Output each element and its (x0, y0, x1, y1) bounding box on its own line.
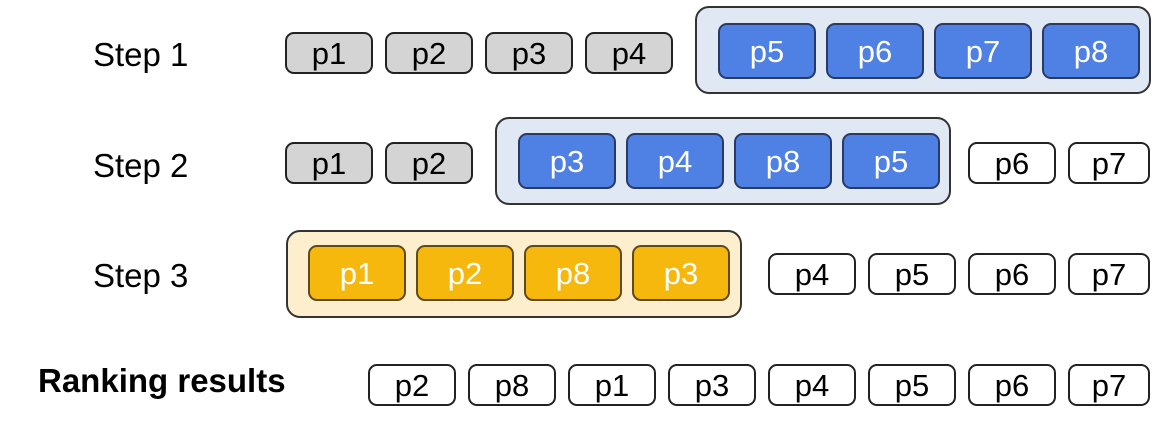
passage-chip: p5 (842, 133, 940, 189)
result-chip: p8 (468, 364, 556, 406)
step-1-label: Step 1 (93, 36, 189, 73)
passage-chip: p4 (585, 32, 673, 74)
passage-chip: p4 (768, 253, 856, 295)
step-2-label: Step 2 (93, 147, 189, 184)
result-chip: p2 (368, 364, 456, 406)
passage-chip: p2 (385, 142, 473, 184)
result-chip: p1 (568, 364, 656, 406)
passage-chip: p8 (1042, 23, 1140, 79)
result-chip: p6 (968, 364, 1056, 406)
passage-chip: p5 (868, 253, 956, 295)
passage-chip: p2 (385, 32, 473, 74)
result-chip: p5 (868, 364, 956, 406)
result-chip: p3 (668, 364, 756, 406)
ranking-results-label: Ranking results (38, 362, 286, 399)
passage-chip: p6 (826, 23, 924, 79)
result-chip: p7 (1068, 364, 1150, 406)
passage-chip: p6 (968, 142, 1056, 184)
passage-chip: p5 (718, 23, 816, 79)
passage-chip: p3 (518, 133, 616, 189)
passage-chip: p3 (485, 32, 573, 74)
passage-chip: p4 (626, 133, 724, 189)
step-3-label: Step 3 (93, 257, 189, 294)
passage-chip: p7 (1068, 253, 1150, 295)
passage-chip: p8 (524, 245, 622, 301)
passage-chip: p6 (968, 253, 1056, 295)
passage-chip: p1 (308, 245, 406, 301)
passage-chip: p8 (734, 133, 832, 189)
passage-chip: p1 (285, 142, 373, 184)
passage-chip: p1 (285, 32, 373, 74)
result-chip: p4 (768, 364, 856, 406)
passage-chip: p3 (632, 245, 730, 301)
passage-chip: p2 (416, 245, 514, 301)
passage-chip: p7 (1068, 142, 1150, 184)
passage-chip: p7 (934, 23, 1032, 79)
